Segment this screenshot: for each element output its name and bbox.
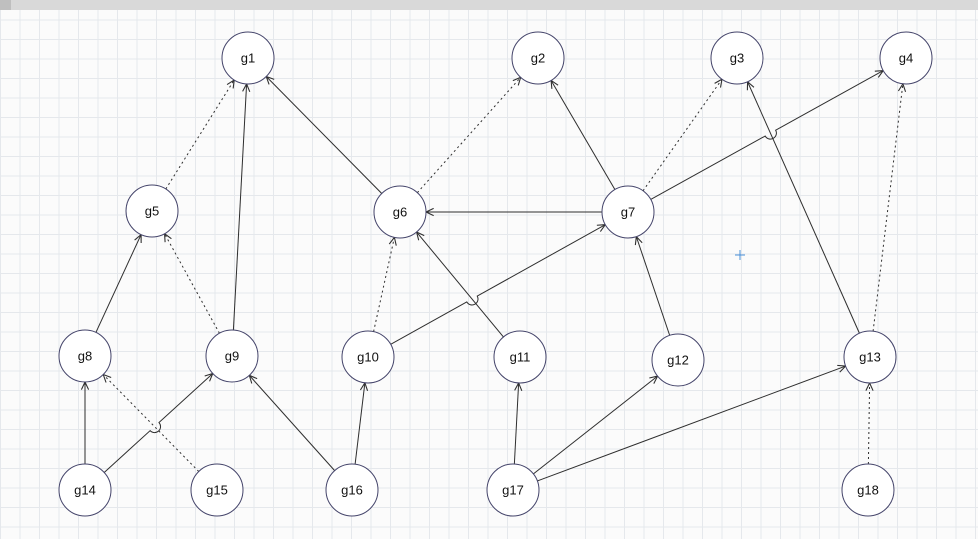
graph-node-g9[interactable]: g9 (205, 329, 259, 383)
node-label-g4: g4 (899, 51, 913, 66)
graph-node-g10[interactable]: g10 (341, 330, 395, 384)
node-circle-g1[interactable] (221, 31, 275, 85)
node-label-g13: g13 (859, 350, 881, 365)
graph-node-g15[interactable]: g15 (190, 463, 244, 517)
node-circle-g15[interactable] (190, 463, 244, 517)
node-circle-g2[interactable] (511, 31, 565, 85)
graph-edge-g10-g6[interactable] (373, 237, 395, 332)
graph-edge-g5-g1[interactable] (165, 80, 234, 190)
node-label-g11: g11 (510, 350, 531, 365)
graph-node-g8[interactable]: g8 (58, 329, 112, 383)
node-label-g16: g16 (341, 483, 363, 498)
graph-node-g14[interactable]: g14 (58, 463, 112, 517)
node-circle-g3[interactable] (710, 31, 764, 85)
node-label-g1: g1 (241, 51, 255, 66)
node-circle-g14[interactable] (58, 463, 112, 517)
node-circle-g9[interactable] (205, 329, 259, 383)
graph-edge-g6-g2[interactable] (416, 77, 520, 193)
node-label-g18: g18 (857, 483, 879, 498)
graph-edge-g14-g9[interactable] (103, 374, 213, 473)
node-circle-g5[interactable] (125, 184, 179, 238)
node-circle-g6[interactable] (373, 185, 427, 239)
node-label-g10: g10 (357, 350, 379, 365)
graph-edge-g7-g2[interactable] (551, 80, 616, 190)
node-label-g14: g14 (74, 483, 96, 498)
graph-node-g11[interactable]: g11 (493, 330, 547, 384)
edges-layer (85, 71, 903, 482)
node-circle-g10[interactable] (341, 330, 395, 384)
graph-node-g16[interactable]: g16 (325, 463, 379, 517)
graph-edge-g12-g7[interactable] (636, 237, 671, 336)
node-circle-g8[interactable] (58, 329, 112, 383)
node-circle-g18[interactable] (841, 463, 895, 517)
graph-edge-g6-g1[interactable] (266, 77, 383, 194)
node-label-g9: g9 (225, 349, 239, 364)
graph-node-g5[interactable]: g5 (125, 184, 179, 238)
node-label-g6: g6 (393, 205, 407, 220)
graph-node-g2[interactable]: g2 (511, 31, 565, 85)
graph-edge-g10-g7[interactable] (390, 225, 606, 345)
graph-node-g6[interactable]: g6 (373, 185, 427, 239)
node-circle-g13[interactable] (843, 330, 897, 384)
node-circle-g16[interactable] (325, 463, 379, 517)
graph-edge-g9-g1[interactable] (232, 84, 246, 331)
node-label-g5: g5 (145, 204, 159, 219)
node-circle-g12[interactable] (651, 333, 705, 387)
node-label-g15: g15 (206, 483, 228, 498)
node-circle-g7[interactable] (601, 185, 655, 239)
node-circle-g4[interactable] (879, 31, 933, 85)
graph-edge-g7-g4[interactable] (650, 71, 884, 200)
node-label-g3: g3 (730, 51, 744, 66)
node-label-g8: g8 (78, 349, 92, 364)
graph-node-g13[interactable]: g13 (843, 330, 897, 384)
graph-edge-g11-g6[interactable] (417, 232, 504, 338)
node-label-g7: g7 (621, 205, 635, 220)
graph-edge-g16-g9[interactable] (249, 375, 336, 471)
node-label-g17: g17 (502, 483, 524, 498)
node-label-g2: g2 (531, 51, 545, 66)
graph-edge-g13-g3[interactable] (748, 82, 860, 334)
crosshair-marker (735, 250, 745, 260)
graph-node-g3[interactable]: g3 (710, 31, 764, 85)
graph-node-g12[interactable]: g12 (651, 333, 705, 387)
graph-edge-g17-g13[interactable] (537, 366, 845, 482)
graph-edge-g16-g10[interactable] (354, 383, 365, 465)
graph-node-g4[interactable]: g4 (879, 31, 933, 85)
graph-edge-g13-g4[interactable] (872, 84, 903, 332)
graph-edge-g17-g12[interactable] (533, 376, 657, 475)
graph-node-g18[interactable]: g18 (841, 463, 895, 517)
node-label-g12: g12 (667, 353, 689, 368)
node-circle-g11[interactable] (493, 330, 547, 384)
graph-node-g7[interactable]: g7 (601, 185, 655, 239)
graph-node-g17[interactable]: g17 (486, 463, 540, 517)
overlay-layer (735, 250, 745, 260)
graph-edge-g18-g13[interactable] (868, 383, 869, 465)
canvas-top-corner (0, 0, 11, 10)
node-circle-g17[interactable] (486, 463, 540, 517)
nodes-layer: g1 g2 g3 g4 g5 g6 g7 g8 g9 g10 g11 g12 g13 g14 g15 g16 g… (58, 31, 933, 517)
graph-edge-g17-g11[interactable] (513, 383, 518, 465)
canvas-top-strip (0, 0, 978, 10)
graph-node-g1[interactable]: g1 (221, 31, 275, 85)
graph-edge-g9-g5[interactable] (165, 234, 220, 334)
graph-edge-g8-g5[interactable] (95, 235, 141, 333)
